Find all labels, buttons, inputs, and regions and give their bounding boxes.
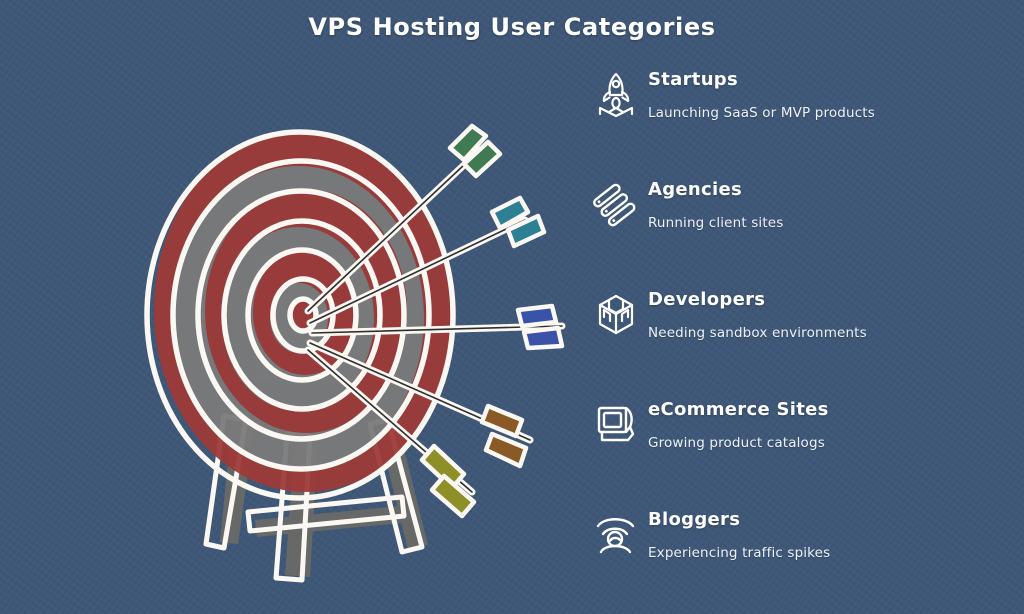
monitor-icon — [592, 400, 640, 452]
category-text: Agencies Running client sites — [648, 178, 998, 233]
category-title: eCommerce Sites — [648, 399, 829, 420]
category-item-startups[interactable]: Startups Launching SaaS or MVP products — [588, 68, 1008, 178]
category-description: Launching SaaS or MVP products — [648, 105, 875, 121]
category-description: Needing sandbox environments — [648, 325, 867, 341]
arrow-1 — [304, 123, 503, 315]
category-item-developers[interactable]: Developers Needing sandbox environments — [588, 288, 1008, 398]
category-text: Developers Needing sandbox environments — [648, 288, 998, 343]
category-item-ecommerce[interactable]: eCommerce Sites Growing product catalogs — [588, 398, 1008, 508]
wifi-person-icon — [592, 510, 640, 562]
category-description: Experiencing traffic spikes — [648, 545, 831, 561]
category-title: Agencies — [648, 179, 742, 200]
arrow-4 — [306, 339, 534, 469]
category-description: Running client sites — [648, 215, 784, 231]
category-title: Developers — [648, 289, 766, 310]
arrow-5 — [304, 346, 477, 519]
category-description: Growing product catalogs — [648, 435, 825, 451]
category-text: Bloggers Experiencing traffic spikes — [648, 508, 998, 563]
category-text: Startups Launching SaaS or MVP products — [648, 68, 998, 123]
category-title: Startups — [648, 69, 739, 90]
page-title: VPS Hosting User Categories — [308, 13, 716, 41]
arrow-3 — [308, 303, 566, 351]
category-item-agencies[interactable]: Agencies Running client sites — [588, 178, 1008, 288]
rocket-icon — [592, 70, 640, 122]
category-item-bloggers[interactable]: Bloggers Experiencing traffic spikes — [588, 508, 1008, 614]
category-list: Startups Launching SaaS or MVP products — [588, 68, 1008, 614]
category-text: eCommerce Sites Growing product catalogs — [648, 398, 998, 453]
cube-icon — [592, 290, 640, 342]
archery-target-illustration — [120, 120, 620, 610]
stacked-servers-icon — [592, 180, 640, 232]
arrow-2 — [306, 195, 547, 327]
category-title: Bloggers — [648, 509, 741, 530]
